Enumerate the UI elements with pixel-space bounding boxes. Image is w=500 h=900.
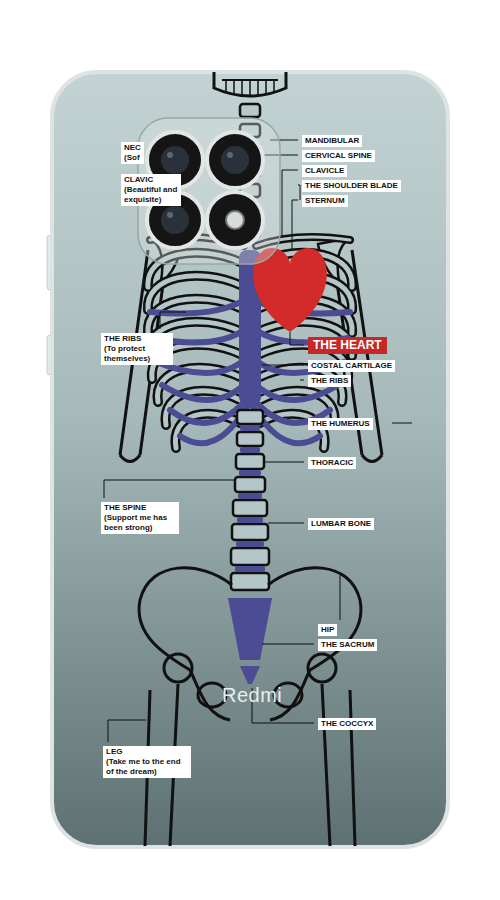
label-box: COSTAL CARTILAGE	[308, 360, 395, 372]
part-note: (Support me has been strong)	[104, 513, 176, 533]
label-box: THE SPINE(Support me has been strong)	[101, 502, 179, 534]
part-name: CLAVICLE	[305, 166, 344, 176]
part-name: THE COCCYX	[321, 719, 373, 729]
part-name: NEC	[124, 143, 141, 153]
label-box: THE HUMERUS	[308, 418, 373, 430]
part-name: CLAVIC	[124, 175, 178, 185]
part-name: THORACIC	[311, 458, 353, 468]
part-name: LEG	[106, 747, 188, 757]
part-name: STERNUM	[305, 196, 345, 206]
part-name: MANDIBULAR	[305, 136, 359, 146]
label-box: CERVICAL SPINE	[302, 150, 375, 162]
label-box: THE SHOULDER BLADE	[302, 180, 401, 192]
label-box: THE HEART	[308, 337, 387, 354]
label-box: THORACIC	[308, 457, 356, 469]
part-name: THE SPINE	[104, 503, 176, 513]
part-name: THE SACRUM	[321, 640, 374, 650]
label-box: NEC(Sof	[121, 142, 144, 164]
label-box: LEG(Take me to the end of the dream)	[103, 746, 191, 778]
label-box: CLAVICLE	[302, 165, 347, 177]
part-name: THE SHOULDER BLADE	[305, 181, 398, 191]
part-note: (To protect themselves)	[104, 344, 170, 364]
label-box: THE SACRUM	[318, 639, 377, 651]
part-name: THE HEART	[313, 338, 382, 353]
part-name: THE HUMERUS	[311, 419, 370, 429]
label-box: STERNUM	[302, 195, 348, 207]
part-name: HIP	[321, 625, 334, 635]
label-box: HIP	[318, 624, 337, 636]
label-box: THE RIBS	[308, 375, 351, 387]
brand-logo: Redmi	[222, 684, 282, 707]
label-box: THE RIBS(To protect themselves)	[101, 333, 173, 365]
part-name: LUMBAR BONE	[311, 519, 371, 529]
part-name: THE RIBS	[104, 334, 170, 344]
part-note: (Sof	[124, 153, 141, 163]
part-name: COSTAL CARTILAGE	[311, 361, 392, 371]
label-box: LUMBAR BONE	[308, 518, 374, 530]
label-box: THE COCCYX	[318, 718, 376, 730]
part-note: (Take me to the end of the dream)	[106, 757, 188, 777]
label-box: CLAVIC(Beautiful and exquisite)	[121, 174, 181, 206]
part-name: CERVICAL SPINE	[305, 151, 372, 161]
part-name: THE RIBS	[311, 376, 348, 386]
part-note: (Beautiful and exquisite)	[124, 185, 178, 205]
label-box: MANDIBULAR	[302, 135, 362, 147]
